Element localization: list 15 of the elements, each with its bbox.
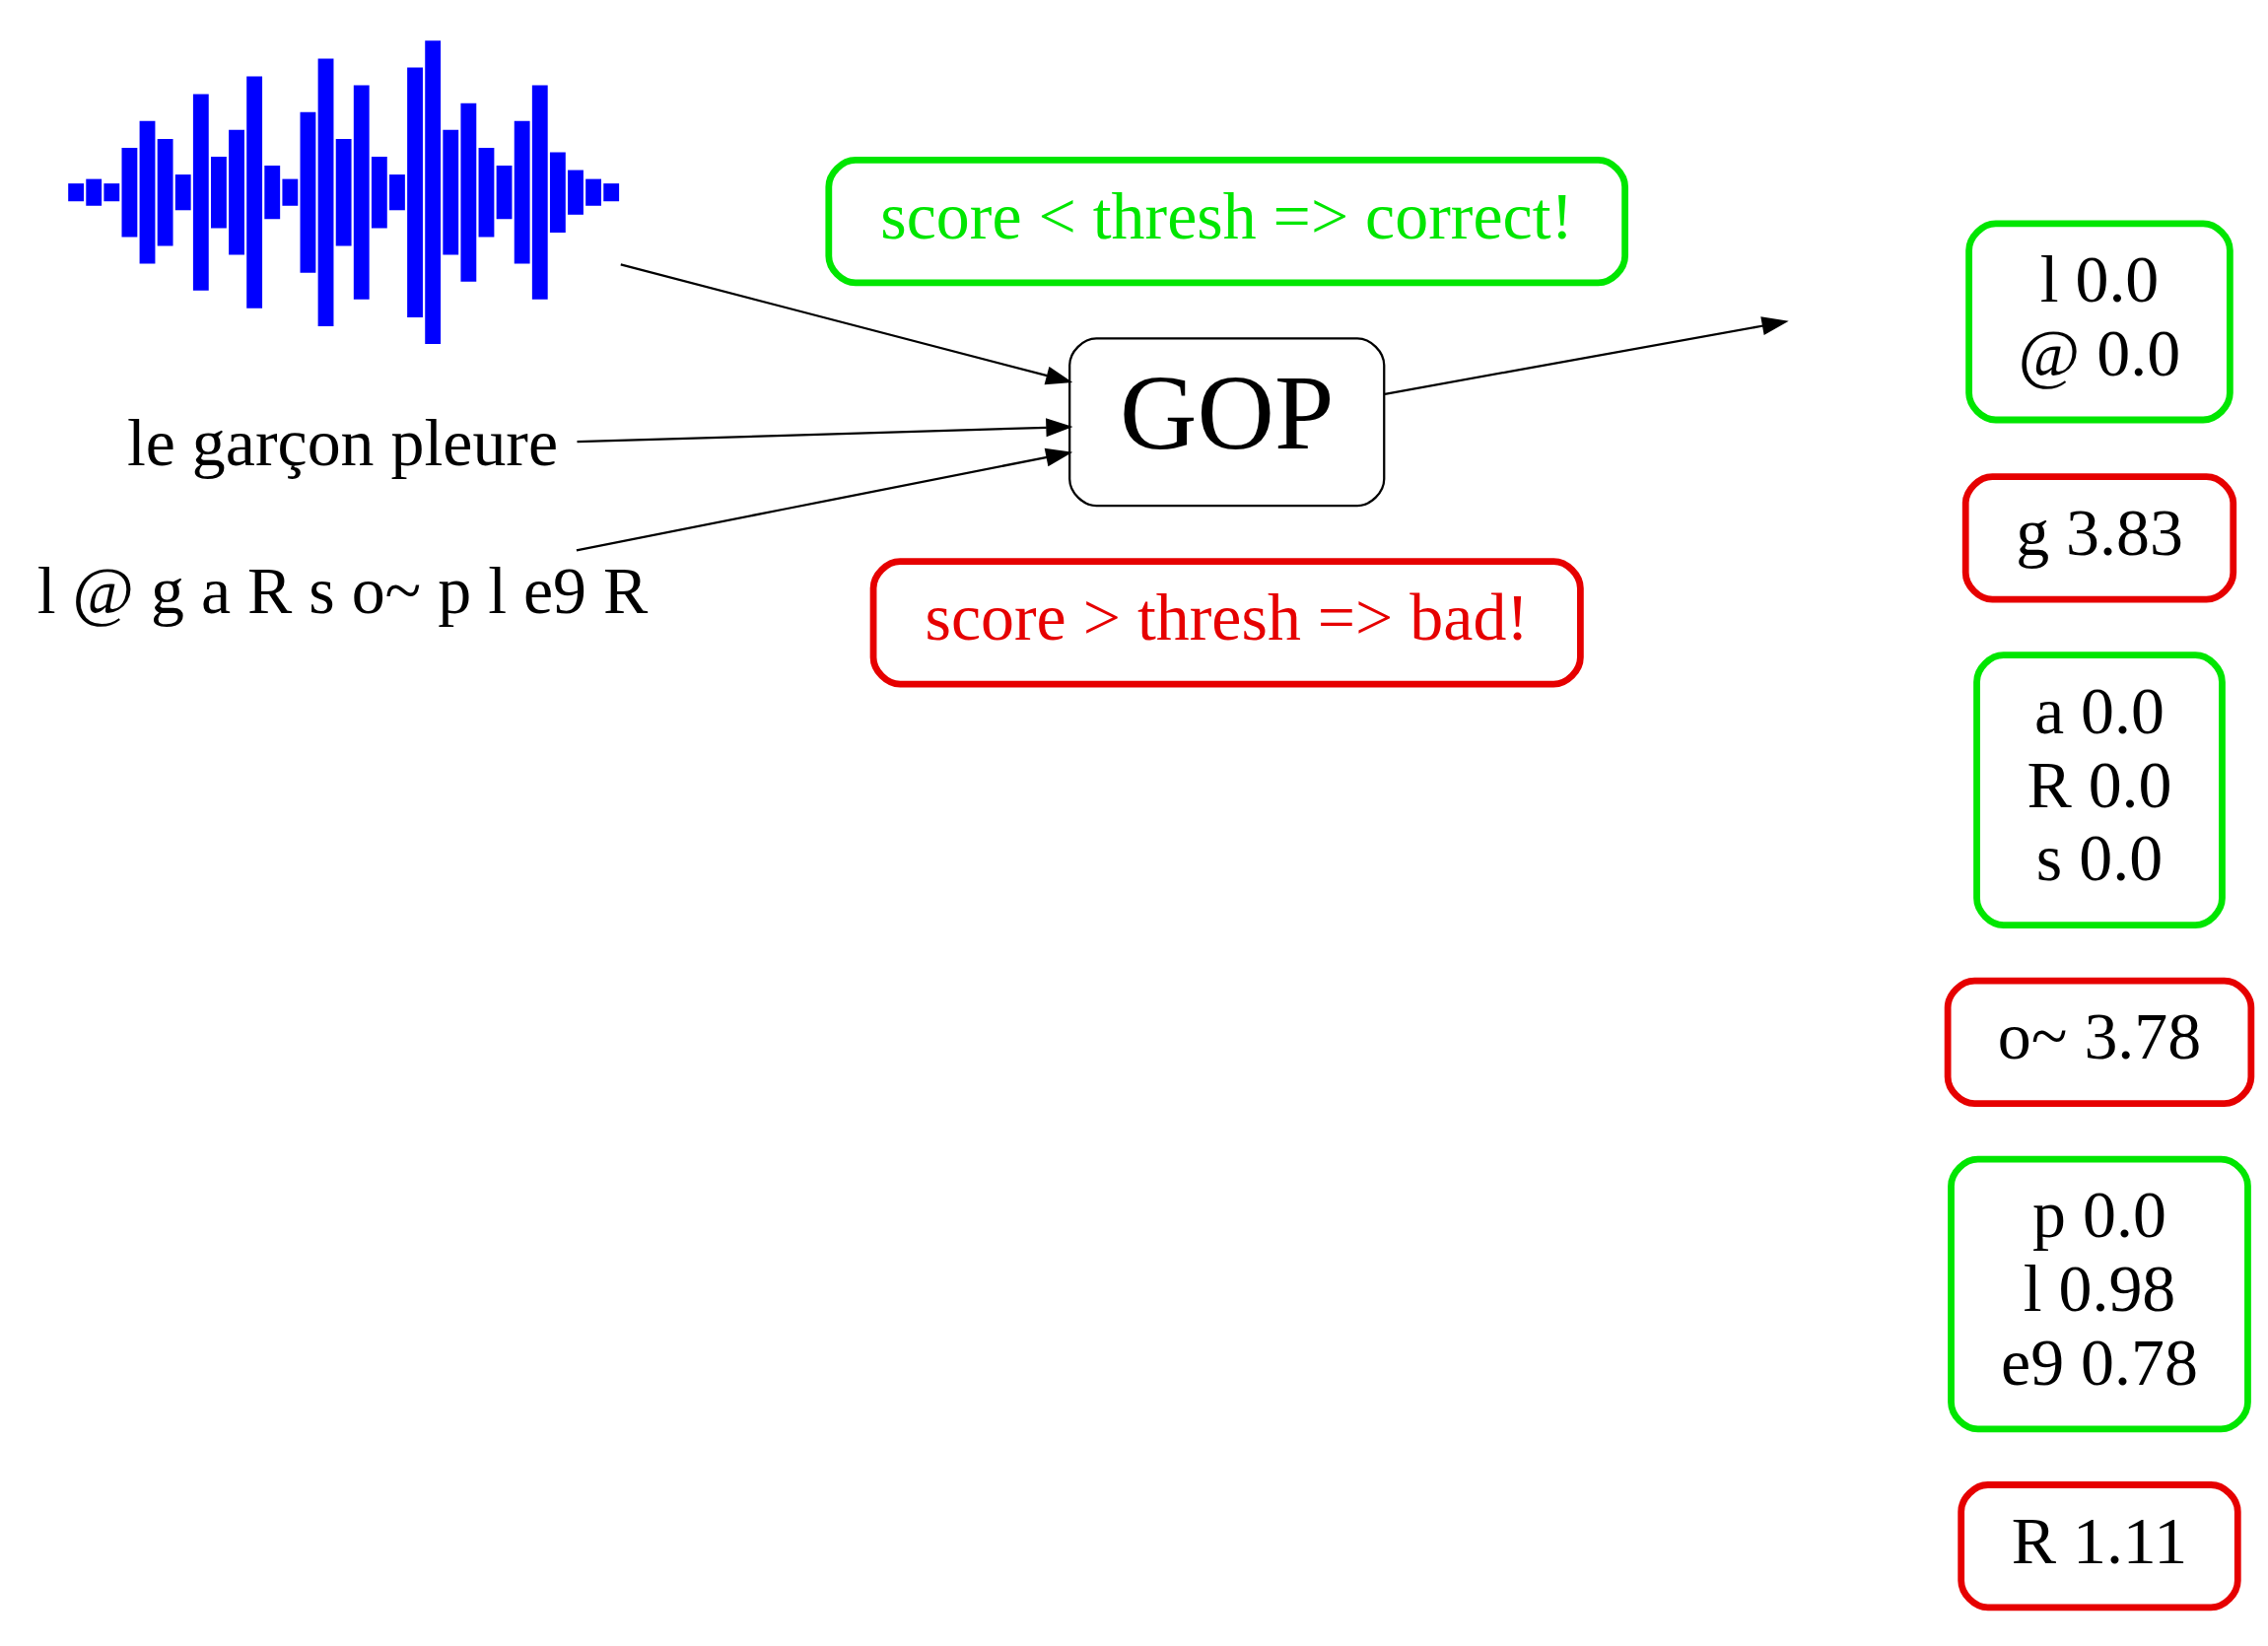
node-box: score > thresh => bad!: [869, 558, 1584, 688]
arrow: [576, 447, 1073, 552]
arrow: [1384, 316, 1789, 395]
node-text: le garçon pleure: [126, 406, 559, 481]
node-box: p 0.0 l 0.98 e9 0.78: [1948, 1155, 2251, 1433]
arrow: [620, 263, 1073, 385]
node-text: l @ g a R s o~ p l e9 R: [36, 553, 649, 628]
node-box: l 0.0 @ 0.0: [1965, 220, 2234, 424]
node-box: score < thresh => correct!: [825, 157, 1629, 287]
node-box: GOP: [1068, 337, 1386, 508]
arrow: [577, 418, 1073, 444]
node-box: a 0.0 R 0.0 s 0.0: [1973, 652, 2226, 928]
node-box: o~ 3.78: [1944, 977, 2255, 1107]
node-box: g 3.83: [1961, 473, 2237, 603]
node-box: R 1.11: [1958, 1481, 2241, 1612]
